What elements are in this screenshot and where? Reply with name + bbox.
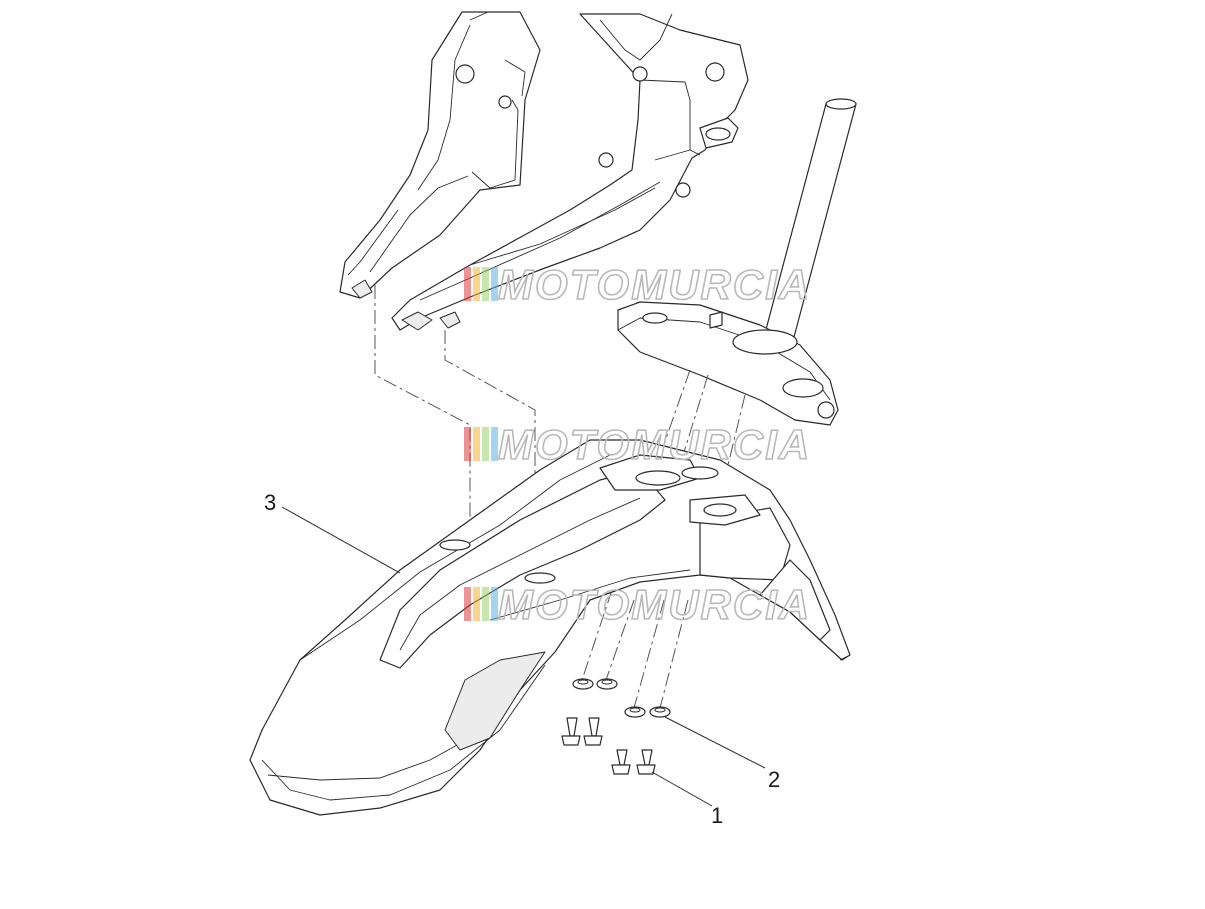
screw [561, 717, 581, 746]
washer [649, 706, 671, 718]
left-fork-cover [339, 11, 541, 299]
watermark-stripe [482, 427, 489, 461]
callout-1: 1 [711, 803, 723, 828]
watermark-stripe [482, 587, 489, 621]
right-fork-cover [391, 13, 749, 331]
leader-line-2 [664, 716, 766, 769]
watermark-text: MOTOMURCIA [498, 421, 811, 468]
screw [583, 717, 603, 746]
watermark-text: MOTOMURCIA [498, 261, 811, 308]
callout-2: 2 [768, 767, 780, 792]
screw [636, 749, 656, 775]
watermark-stripe [473, 587, 480, 621]
watermark-stripe [482, 267, 489, 301]
washer [572, 678, 594, 690]
watermark-stripe [491, 427, 498, 461]
front-mudguard [249, 439, 851, 816]
screws-group [561, 717, 656, 775]
steering-stem-clamp [617, 98, 857, 426]
washer [624, 706, 646, 718]
watermark-3: MOTOMURCIA [464, 580, 811, 629]
watermark-stripe [464, 587, 471, 621]
watermark-stripe [491, 267, 498, 301]
screw [611, 749, 631, 775]
washers-group [572, 678, 671, 718]
watermark-stripe [464, 267, 471, 301]
watermark-1: MOTOMURCIA [464, 260, 811, 309]
watermark-stripe [464, 427, 471, 461]
callout-3: 3 [264, 490, 276, 515]
leader-line-3 [281, 506, 401, 574]
watermark-stripe [473, 267, 480, 301]
watermark-text: MOTOMURCIA [498, 581, 811, 628]
watermark-stripe [491, 587, 498, 621]
watermark-2: MOTOMURCIA [464, 420, 811, 469]
watermark-stripe [473, 427, 480, 461]
washer [596, 678, 618, 690]
leader-line-1 [651, 771, 713, 807]
